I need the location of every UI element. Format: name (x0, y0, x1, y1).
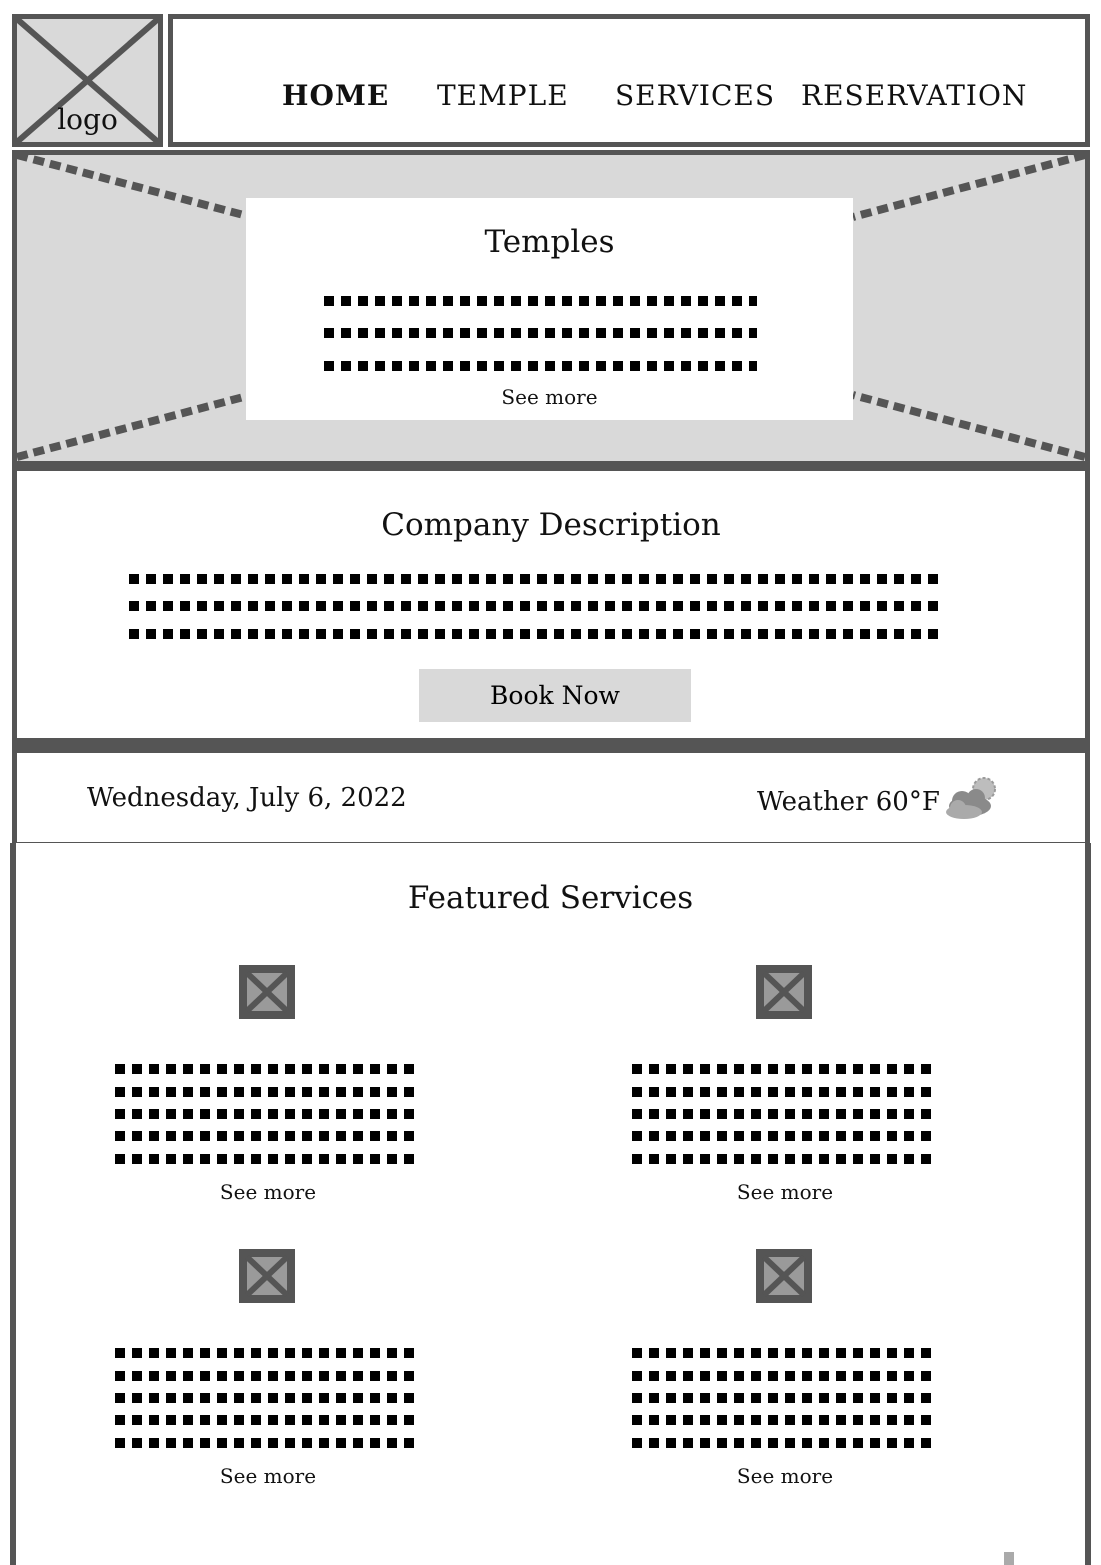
service-text-line (632, 1131, 938, 1141)
service-text-line (115, 1154, 421, 1164)
logo[interactable]: logo (12, 14, 163, 147)
company-text-line (129, 629, 943, 639)
service-text-line (115, 1393, 421, 1403)
service-text-line (115, 1415, 421, 1425)
nav-services[interactable]: SERVICES (615, 79, 776, 112)
hero-see-more-link[interactable]: See more (501, 385, 598, 409)
service-text-line (632, 1371, 938, 1381)
section-divider (12, 738, 1090, 750)
service-text-line (115, 1064, 421, 1074)
image-placeholder-icon (756, 965, 812, 1019)
hero-text-line (324, 361, 757, 371)
service-see-more-link[interactable]: See more (736, 1464, 834, 1488)
featured-section (10, 843, 1091, 1565)
service-text-line (632, 1087, 938, 1097)
service-text-line (115, 1348, 421, 1358)
weather-reading: Weather 60°F (757, 787, 940, 817)
service-text-line (632, 1154, 938, 1164)
hero-text-line (324, 328, 757, 338)
featured-title: Featured Services (407, 880, 694, 916)
service-text-line (115, 1087, 421, 1097)
info-bar: Wednesday, July 6, 2022 Weather 60°F (12, 748, 1090, 847)
nav-home[interactable]: HOME (282, 79, 390, 112)
partly-cloudy-icon (946, 777, 996, 819)
service-text-line (115, 1131, 421, 1141)
image-placeholder-icon (756, 1249, 812, 1303)
service-text-line (632, 1438, 938, 1448)
company-title: Company Description (381, 507, 721, 543)
company-text-line (129, 601, 943, 611)
current-date: Wednesday, July 6, 2022 (87, 783, 407, 813)
service-text-line (632, 1109, 938, 1119)
hero-title: Temples (484, 224, 615, 260)
service-see-more-link[interactable]: See more (219, 1180, 317, 1204)
service-text-line (632, 1064, 938, 1074)
service-see-more-link[interactable]: See more (219, 1464, 317, 1488)
image-placeholder-icon (239, 965, 295, 1019)
nav-temple[interactable]: TEMPLE (437, 79, 569, 112)
service-text-line (115, 1109, 421, 1119)
service-text-line (632, 1393, 938, 1403)
service-text-line (115, 1438, 421, 1448)
hero-card: Temples See more (246, 198, 853, 420)
image-placeholder-icon (239, 1249, 295, 1303)
main-nav: HOME TEMPLE SERVICES RESERVATION (168, 14, 1090, 147)
logo-label: logo (57, 103, 118, 136)
service-text-line (632, 1415, 938, 1425)
company-text-line (129, 574, 943, 584)
hero-placeholder-icon (17, 155, 1085, 461)
hero-text-line (324, 296, 757, 306)
company-section: Company Description Book Now (12, 466, 1090, 746)
book-now-button[interactable]: Book Now (419, 669, 691, 722)
nav-reservation[interactable]: RESERVATION (801, 79, 1028, 112)
scroll-indicator (1004, 1552, 1014, 1565)
service-see-more-link[interactable]: See more (736, 1180, 834, 1204)
logo-placeholder-icon (17, 19, 158, 142)
service-text-line (632, 1348, 938, 1358)
service-text-line (115, 1371, 421, 1381)
